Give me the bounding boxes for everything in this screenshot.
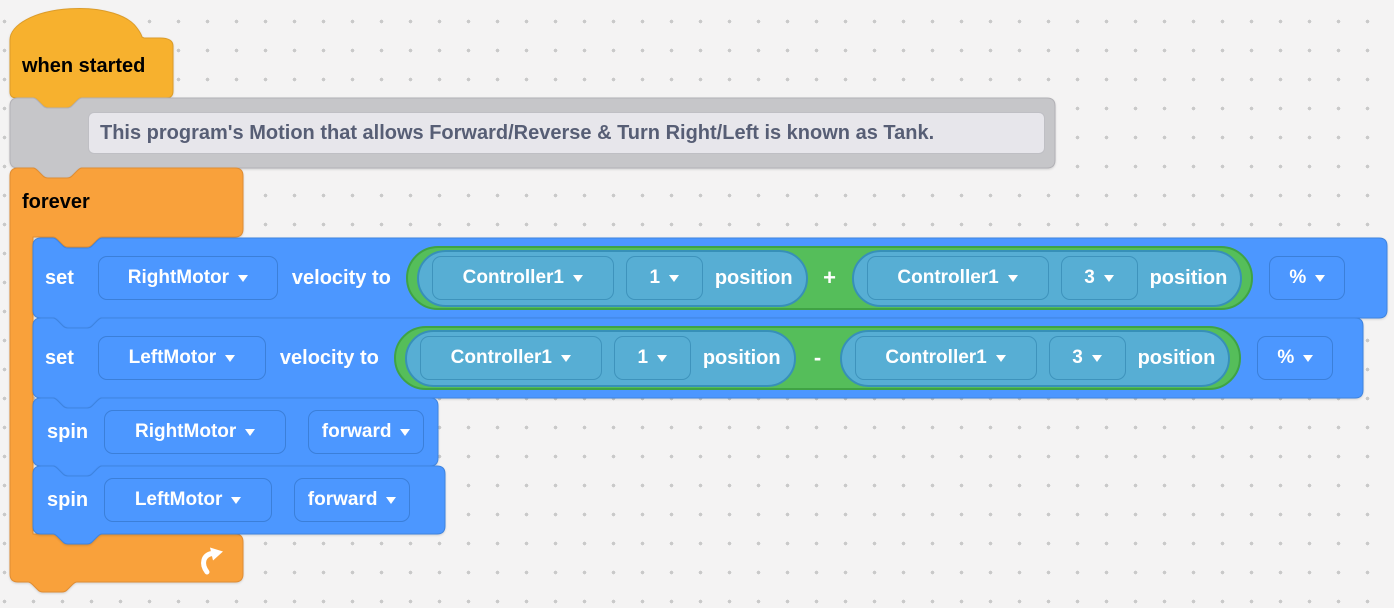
direction-dropdown[interactable]: forward	[294, 478, 411, 522]
axis-dropdown-value: 3	[1072, 347, 1083, 368]
unit-dropdown-value: %	[1289, 267, 1307, 288]
forever-block-shape	[9, 167, 244, 593]
set-velocity-right-block[interactable]: set RightMotor velocity to Controller1 1…	[32, 237, 1388, 330]
unit-dropdown-value: %	[1277, 347, 1295, 368]
velocity-to-label: velocity to	[279, 346, 379, 369]
motor-dropdown-value: LeftMotor	[128, 347, 217, 368]
caret-down-icon	[1315, 274, 1326, 282]
caret-down-icon	[231, 496, 242, 504]
unit-dropdown[interactable]: %	[1257, 336, 1334, 380]
velocity-to-label: velocity to	[291, 266, 391, 289]
controller-dropdown[interactable]: Controller1	[419, 336, 602, 380]
forever-block[interactable]: forever	[9, 167, 244, 596]
unit-dropdown[interactable]: %	[1269, 256, 1346, 300]
direction-dropdown[interactable]: forward	[308, 410, 425, 454]
caret-down-icon	[400, 428, 411, 436]
caret-down-icon	[225, 354, 236, 362]
controller-position-block[interactable]: Controller1 3 position	[839, 329, 1231, 387]
plus-operator-label: +	[823, 265, 837, 290]
caret-down-icon	[669, 274, 680, 282]
forever-block-label: forever	[22, 191, 90, 213]
caret-down-icon	[1091, 354, 1102, 362]
comment-text-field[interactable]: This program's Motion that allows Forwar…	[88, 112, 1045, 154]
motor-dropdown[interactable]: RightMotor	[97, 256, 278, 300]
motor-dropdown-value: LeftMotor	[134, 489, 223, 510]
controller-dropdown[interactable]: Controller1	[854, 336, 1037, 380]
spin-right-block[interactable]: spin RightMotor forward	[32, 397, 439, 478]
motor-dropdown-value: RightMotor	[134, 421, 237, 442]
spin-label: spin	[47, 420, 89, 443]
add-operator-block[interactable]: Controller1 1 position + Controller1	[405, 246, 1254, 310]
position-label: position	[702, 346, 781, 369]
controller-dropdown[interactable]: Controller1	[866, 256, 1049, 300]
caret-down-icon	[238, 274, 249, 282]
set-label: set	[45, 266, 74, 289]
axis-dropdown-value: 1	[637, 347, 649, 368]
motor-dropdown[interactable]: LeftMotor	[97, 336, 266, 380]
position-label: position	[1137, 346, 1216, 369]
when-started-hat-block[interactable]: when started	[9, 8, 174, 112]
controller-position-block[interactable]: Controller1 3 position	[851, 249, 1243, 307]
subtract-operator-block[interactable]: Controller1 1 position - Controller1	[393, 326, 1242, 390]
direction-dropdown-value: forward	[321, 421, 392, 442]
controller-dropdown-value: Controller1	[450, 347, 552, 368]
motor-dropdown-value: RightMotor	[127, 267, 230, 288]
controller-dropdown-value: Controller1	[885, 347, 987, 368]
caret-down-icon	[561, 354, 571, 362]
motor-dropdown[interactable]: RightMotor	[104, 410, 287, 454]
caret-down-icon	[1007, 274, 1018, 282]
spin-left-block[interactable]: spin LeftMotor forward	[32, 465, 446, 546]
axis-dropdown[interactable]: 3	[1060, 256, 1138, 300]
axis-dropdown-value: 1	[649, 267, 661, 288]
direction-dropdown-value: forward	[307, 489, 378, 510]
spin-left-shape	[32, 465, 446, 545]
caret-down-icon	[1303, 354, 1314, 362]
controller-position-block[interactable]: Controller1 1 position	[404, 329, 796, 387]
spin-label: spin	[47, 488, 89, 511]
axis-dropdown[interactable]: 1	[613, 336, 691, 380]
caret-down-icon	[657, 354, 668, 362]
position-label: position	[1149, 266, 1228, 289]
caret-down-icon	[1103, 274, 1114, 282]
loop-arrow-icon	[201, 547, 223, 575]
axis-dropdown[interactable]: 3	[1048, 336, 1126, 380]
comment-text: This program's Motion that allows Forwar…	[100, 121, 935, 144]
controller-dropdown[interactable]: Controller1	[431, 256, 614, 300]
axis-dropdown-value: 3	[1084, 267, 1095, 288]
minus-operator-label: -	[813, 345, 822, 370]
set-label: set	[45, 346, 74, 369]
controller-dropdown-value: Controller1	[462, 267, 564, 288]
controller-position-block[interactable]: Controller1 1 position	[416, 249, 808, 307]
set-velocity-left-block[interactable]: set LeftMotor velocity to Controller1 1 …	[32, 317, 1364, 410]
caret-down-icon	[995, 354, 1006, 362]
position-label: position	[714, 266, 793, 289]
hat-block-label: when started	[22, 55, 146, 77]
axis-dropdown[interactable]: 1	[625, 256, 703, 300]
motor-dropdown[interactable]: LeftMotor	[104, 478, 273, 522]
caret-down-icon	[573, 274, 583, 282]
caret-down-icon	[245, 428, 256, 436]
controller-dropdown-value: Controller1	[897, 267, 999, 288]
caret-down-icon	[386, 496, 397, 504]
